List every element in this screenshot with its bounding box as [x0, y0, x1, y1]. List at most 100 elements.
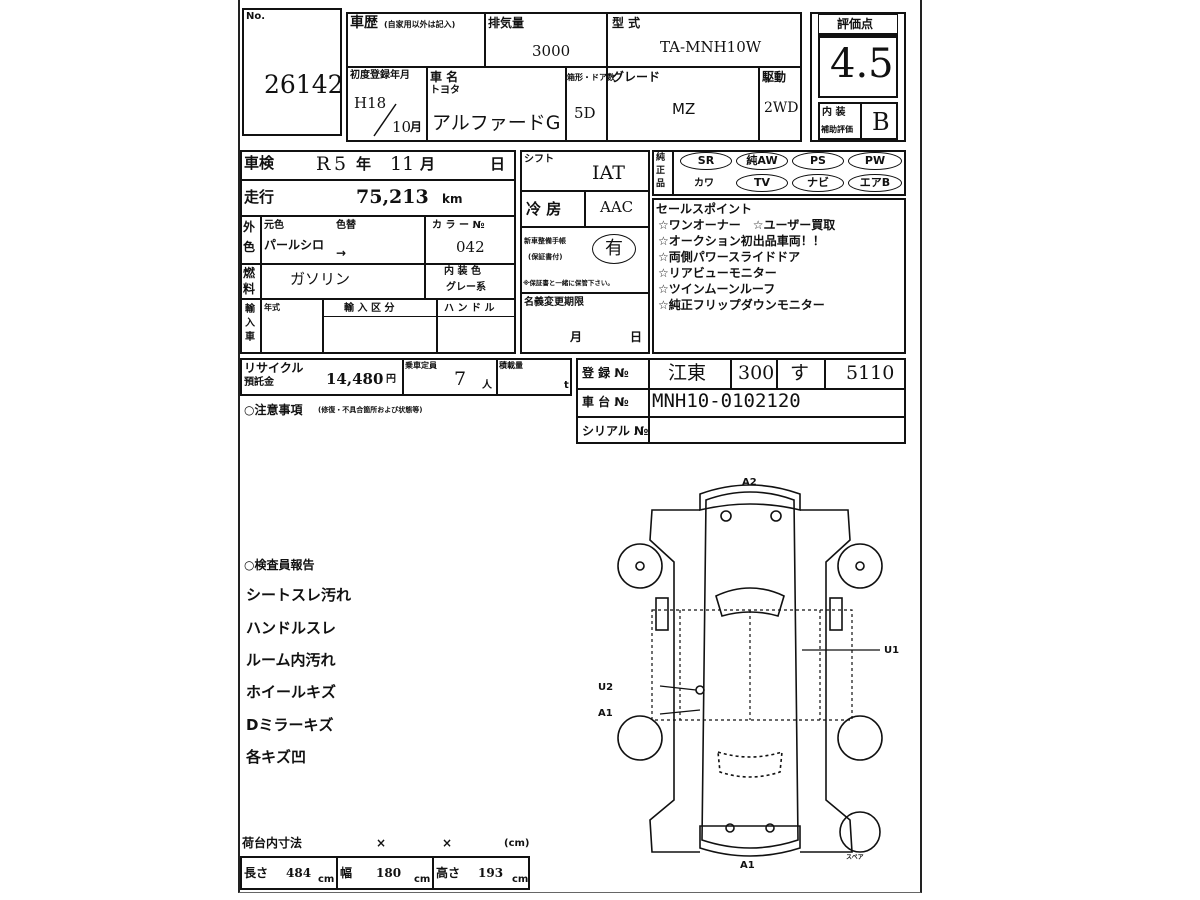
color-no-value: 042 — [456, 238, 485, 256]
equipment-power-steering: PS — [792, 152, 844, 170]
warranty-label-1: 新車整備手帳 — [524, 237, 566, 245]
inspector-report-title: ○検査員報告 — [244, 558, 315, 572]
color-arrow: → — [336, 246, 347, 260]
inspector-item-2: ハンドルスレ — [246, 619, 337, 637]
handle-label: ハ ン ド ル — [444, 303, 495, 314]
fuel-value: ガソリン — [290, 270, 351, 288]
lot-number: 26142 — [264, 70, 344, 99]
width-label: 幅 — [340, 866, 353, 880]
specs-table — [240, 150, 516, 354]
warranty-label-2: (保証書付) — [528, 253, 563, 261]
sales-points-box — [652, 198, 906, 354]
shift-value: IAT — [592, 162, 625, 184]
interior-score-value: B — [872, 108, 890, 136]
first-reg-year: H18 — [354, 94, 387, 112]
drive-label: 駆動 — [762, 70, 787, 84]
fuel-label-2: 料 — [243, 282, 256, 296]
equipment-leather: カワ — [694, 178, 714, 189]
model-code-value: TA-MNH10W — [660, 38, 762, 56]
damage-mark-a1: A1 — [598, 708, 613, 719]
sales-point-4: ☆リアビューモニター — [658, 266, 777, 280]
inspection-year-unit: 年 — [356, 155, 372, 173]
aircon-label: 冷 房 — [526, 200, 562, 218]
cargo-unit: (cm) — [504, 838, 530, 849]
car-name-label: 車 名 — [430, 70, 459, 84]
interior-score-sublabel: 補助評価 — [821, 125, 853, 134]
diagram-label-rear: A1 — [740, 860, 755, 871]
exterior-label-2: 色 — [243, 240, 256, 254]
cargo-x1: × — [376, 836, 387, 850]
inspector-item-1: シートスレ汚れ — [246, 586, 352, 604]
grade-value: MZ — [672, 100, 696, 118]
recycle-unit: 円 — [386, 374, 396, 385]
spare-tire — [839, 811, 881, 853]
car-damage-diagram — [617, 484, 883, 857]
serial-label: シリアル № — [582, 424, 649, 438]
cargo-label: 荷台内寸法 — [242, 836, 303, 850]
exterior-label-1: 外 — [243, 220, 256, 234]
inspector-item-6: 各キズ凹 — [246, 748, 307, 766]
plate-label: 登 録 № — [582, 366, 629, 380]
equipment-label-3: 品 — [656, 179, 666, 189]
recycle-box — [240, 358, 572, 396]
length-unit: cm — [318, 874, 335, 885]
height-unit: cm — [512, 874, 529, 885]
warranty-value: 有 — [592, 234, 636, 264]
grade-label: グレード — [612, 70, 661, 84]
specs-middle — [520, 150, 650, 354]
import-label-1: 輸 — [245, 304, 255, 315]
drive-value: 2WD — [764, 100, 799, 116]
load-label: 積載量 — [499, 361, 523, 370]
chassis-number: MNH10-0102120 — [652, 390, 801, 412]
score-box — [810, 12, 906, 142]
damage-mark-u1: U1 — [884, 645, 900, 656]
car-name-value: アルファードG — [432, 112, 561, 134]
name-change-month: 月 — [570, 330, 583, 344]
first-reg-month: 10 — [392, 118, 412, 136]
name-change-day: 日 — [630, 330, 643, 344]
equipment-navi: ナビ — [792, 174, 844, 192]
displacement-label: 排気量 — [488, 16, 525, 30]
inspector-item-5: Dミラーキズ — [246, 716, 334, 734]
sales-point-6: ☆純正フリップダウンモニター — [658, 298, 825, 312]
aircon-value: AAC — [600, 198, 634, 216]
sales-point-1: ☆ワンオーナー ☆ユーザー買取 — [658, 218, 836, 232]
doors-label: 箱形・ドア数 — [567, 73, 615, 82]
cargo-dimensions-box — [240, 856, 530, 890]
date-slash — [373, 103, 397, 137]
import-label-3: 車 — [245, 332, 255, 343]
width-value: 180 — [376, 866, 402, 880]
length-value: 484 — [286, 866, 312, 880]
notes-label: ○注意事項 — [244, 403, 303, 417]
capacity-label: 乗車定員 — [405, 361, 437, 370]
equipment-label-2: 正 — [656, 166, 666, 176]
cargo-x2: × — [442, 836, 453, 850]
capacity-unit: 人 — [482, 380, 492, 391]
length-label: 長さ — [244, 866, 269, 880]
lot-number-box: No. 26142 — [242, 8, 344, 136]
height-label: 高さ — [436, 866, 461, 880]
import-year-label: 年式 — [264, 303, 280, 312]
recycle-amount: 14,480 — [326, 370, 384, 388]
equipment-alloy-wheel: 純AW — [736, 152, 788, 170]
first-reg-label: 初度登録年月 — [350, 70, 410, 81]
damage-mark-u2: U2 — [598, 682, 614, 693]
inspection-day-unit: 日 — [490, 155, 506, 173]
sales-points-title: セールスポイント — [656, 202, 753, 216]
color-change-label: 色替 — [336, 220, 356, 231]
maker-value: トヨタ — [430, 85, 460, 96]
equipment-power-window: PW — [848, 152, 902, 170]
sales-point-3: ☆両側パワースライドドア — [658, 250, 801, 264]
no-label: No. — [246, 11, 266, 22]
fuel-label-1: 燃 — [243, 266, 256, 280]
inspector-item-4: ホイールキズ — [246, 683, 337, 701]
recycle-label-1: リサイクル — [244, 361, 304, 375]
equipment-airbag: エアB — [848, 174, 902, 192]
plate-class: 300 — [738, 362, 775, 384]
plate-region: 江東 — [668, 362, 707, 384]
doors-value: 5D — [574, 104, 596, 122]
inspection-month: 11 — [390, 153, 415, 175]
import-class-label: 輸 入 区 分 — [344, 303, 395, 314]
inspection-month-unit: 月 — [420, 155, 436, 173]
name-change-label: 名義変更期限 — [524, 297, 584, 308]
